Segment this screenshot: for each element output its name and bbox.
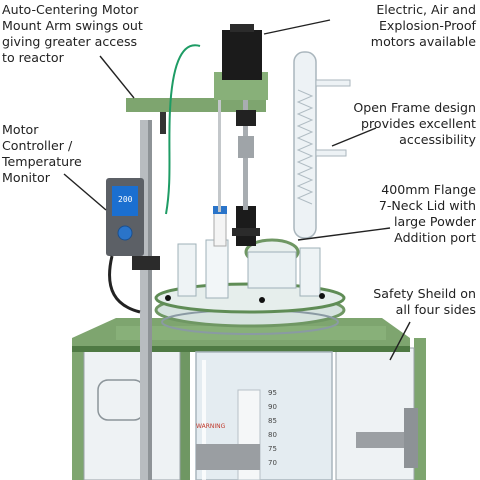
scale-mark: 95 [268, 389, 277, 397]
stirrer-bearing [236, 206, 256, 246]
scale-mark: 80 [268, 431, 277, 439]
controller-readout: 200 [118, 195, 133, 204]
arm-knob [160, 112, 166, 134]
scale-mark: 90 [268, 403, 277, 411]
scale-mark: 70 [268, 459, 277, 467]
frame-bolt [259, 297, 265, 303]
leader-arm [99, 55, 135, 99]
stirrer-bearing-ring [232, 228, 260, 236]
condenser-coil [296, 89, 314, 205]
frame-bolt [165, 295, 171, 301]
motor-top [230, 24, 254, 32]
condenser [293, 51, 317, 239]
sensor-cable [165, 44, 201, 215]
controller-screen [112, 186, 138, 216]
vessel-baffle [196, 444, 260, 470]
leader-frame [331, 127, 377, 147]
right-hinge-plate [404, 408, 418, 468]
frame-left-post [72, 338, 84, 480]
shaft-coupling [238, 136, 254, 158]
label-lid: 400mm Flange 7-Neck Lid with large Powde… [378, 182, 476, 245]
label-safety-shield: Safety Sheild on all four sides [373, 286, 476, 317]
left-shield-panel [83, 347, 181, 480]
frame-top-edge [72, 346, 410, 352]
leader-motors [263, 19, 331, 35]
neck-left [177, 243, 197, 297]
label-controller: Motor Controller / Temperature Monitor [2, 122, 82, 185]
neck-mid-left [205, 239, 229, 299]
frame-bolt [319, 293, 325, 299]
warning-tag-text: WARNING [196, 423, 226, 430]
right-hinge-upper [356, 432, 412, 448]
label-motors: Electric, Air and Explosion-Proof motors… [370, 2, 476, 49]
condenser-lower-port [315, 149, 347, 157]
neck-right [299, 247, 321, 297]
motor-mount-arm [126, 98, 266, 112]
support-pole-shade [148, 120, 152, 480]
leader-lid [297, 227, 391, 241]
label-open-frame: Open Frame design provides excellent acc… [353, 100, 476, 147]
leader-shield [389, 321, 411, 361]
powder-port-body [247, 251, 297, 289]
frame-left-post-inner [180, 348, 190, 480]
right-shield-panel [335, 347, 415, 480]
stirrer-motor [222, 30, 262, 80]
label-motor-arm: Auto-Centering Motor Mount Arm swings ou… [2, 2, 143, 65]
coupling-black [236, 110, 256, 126]
scale-mark: 75 [268, 445, 277, 453]
controller-cable [108, 255, 141, 314]
scale-mark: 85 [268, 417, 277, 425]
temperature-probe [213, 211, 227, 247]
probe-rod [218, 100, 221, 212]
controller-knob [117, 225, 133, 241]
leader-controller [63, 173, 107, 211]
condenser-side-port [315, 79, 351, 87]
vessel-scale: 95 90 85 80 75 70 [268, 389, 277, 467]
pole-clamp [132, 256, 160, 270]
